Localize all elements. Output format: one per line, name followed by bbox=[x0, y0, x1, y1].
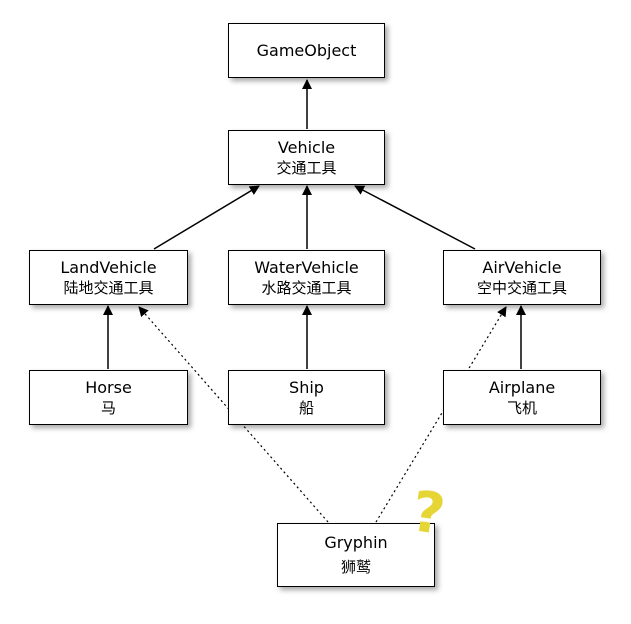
node-gryphin-label-zh: 狮鹫 bbox=[340, 558, 371, 576]
node-gameobject: GameObject bbox=[228, 23, 385, 78]
node-vehicle: Vehicle 交通工具 bbox=[228, 130, 385, 185]
edge-airvehicle-to-vehicle bbox=[354, 185, 476, 250]
node-horse-label-zh: 马 bbox=[100, 398, 116, 417]
node-watervehicle-label-zh: 水路交通工具 bbox=[261, 278, 352, 297]
node-airvehicle: AirVehicle 空中交通工具 bbox=[443, 250, 601, 305]
node-horse: Horse 马 bbox=[29, 370, 188, 425]
node-ship: Ship 船 bbox=[228, 370, 385, 425]
node-airvehicle-label: AirVehicle bbox=[482, 257, 562, 277]
node-gryphin: Gryphin 狮鹫 bbox=[277, 523, 435, 587]
node-horse-label: Horse bbox=[85, 377, 132, 397]
node-landvehicle: LandVehicle 陆地交通工具 bbox=[29, 250, 188, 305]
node-ship-label-zh: 船 bbox=[298, 398, 314, 417]
edge-landvehicle-to-vehicle bbox=[153, 185, 260, 250]
node-airplane-label-zh: 飞机 bbox=[506, 398, 537, 417]
node-landvehicle-label-zh: 陆地交通工具 bbox=[63, 278, 154, 297]
node-airvehicle-label-zh: 空中交通工具 bbox=[476, 278, 567, 297]
node-gameobject-label: GameObject bbox=[256, 40, 357, 60]
node-vehicle-label: Vehicle bbox=[277, 137, 336, 157]
node-watervehicle-label: WaterVehicle bbox=[254, 257, 359, 277]
node-ship-label: Ship bbox=[289, 377, 324, 397]
node-gryphin-label: Gryphin bbox=[324, 533, 388, 552]
node-watervehicle: WaterVehicle 水路交通工具 bbox=[228, 250, 385, 305]
edge-gryphin-to-airvehicle bbox=[375, 306, 507, 523]
node-landvehicle-label: LandVehicle bbox=[60, 257, 157, 277]
node-airplane-label: Airplane bbox=[488, 377, 556, 397]
node-airplane: Airplane 飞机 bbox=[443, 370, 601, 425]
node-vehicle-label-zh: 交通工具 bbox=[276, 158, 337, 177]
